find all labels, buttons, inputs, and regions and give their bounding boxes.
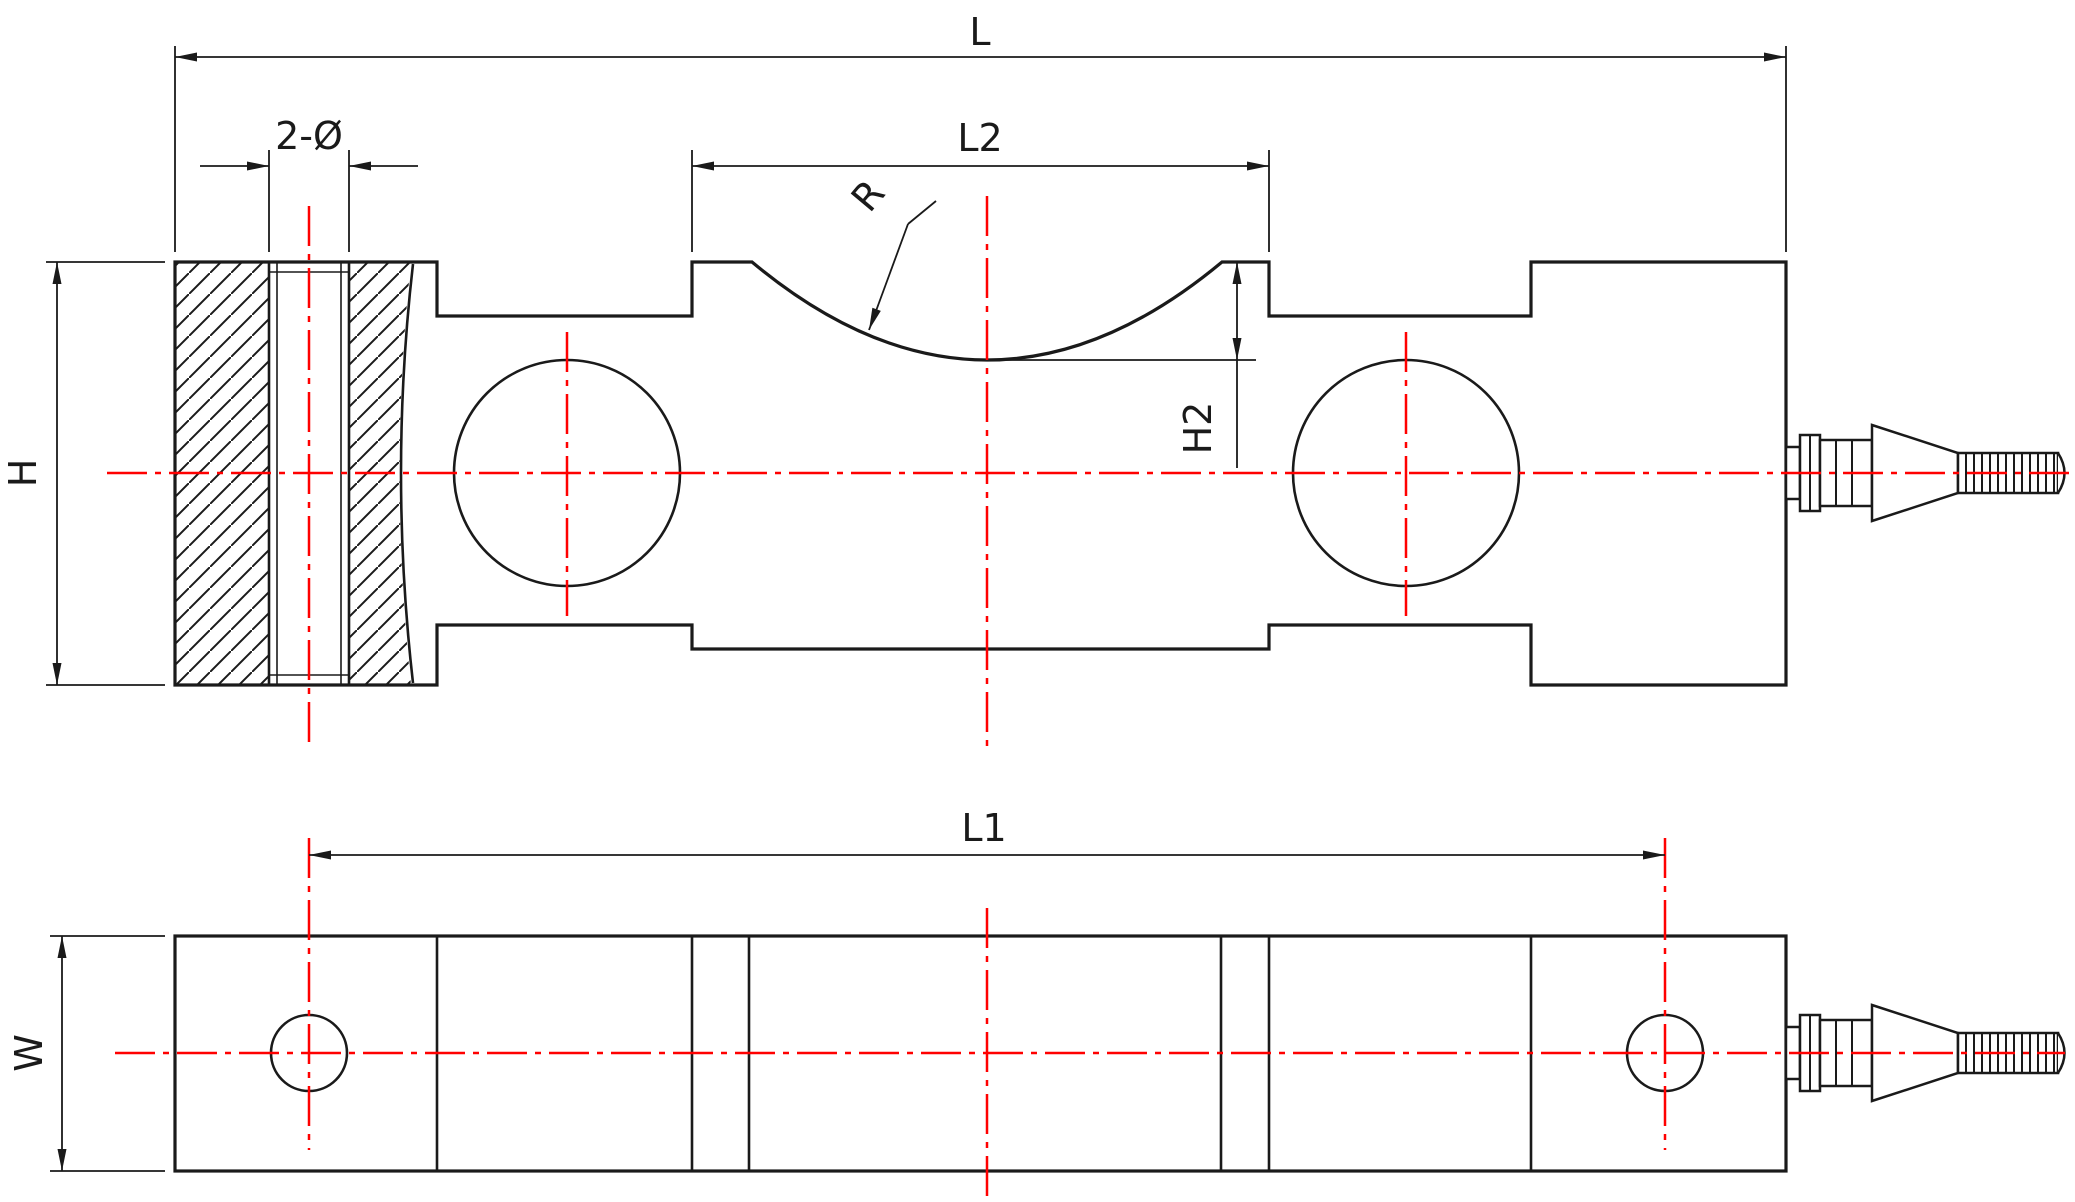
dimension-width: W (7, 935, 165, 1172)
dim-label-L: L (969, 10, 990, 54)
centerlines (107, 196, 2072, 1200)
spherical-seat-curve (399, 263, 415, 684)
dimension-radius: R (843, 171, 937, 331)
dimension-pocket-depth: H2 (995, 262, 1256, 468)
dim-label-R: R (843, 171, 894, 220)
dimension-pocket-length: L2 (691, 116, 1270, 252)
dim-label-2-dia: 2-Ø (275, 114, 343, 158)
dim-label-H: H (1, 459, 45, 488)
dimensions: L L2 2-Ø R H (1, 10, 1787, 1172)
dim-label-H2: H2 (1176, 402, 1220, 455)
dim-label-W: W (7, 1034, 51, 1072)
dimension-overall-length: L (174, 10, 1787, 252)
dim-label-L2: L2 (957, 116, 1002, 160)
dimension-hole-spacing: L1 (309, 806, 1665, 860)
dimension-hole-callout: 2-Ø (200, 114, 418, 252)
dimension-height: H (1, 261, 165, 686)
dim-label-L1: L1 (961, 806, 1006, 850)
